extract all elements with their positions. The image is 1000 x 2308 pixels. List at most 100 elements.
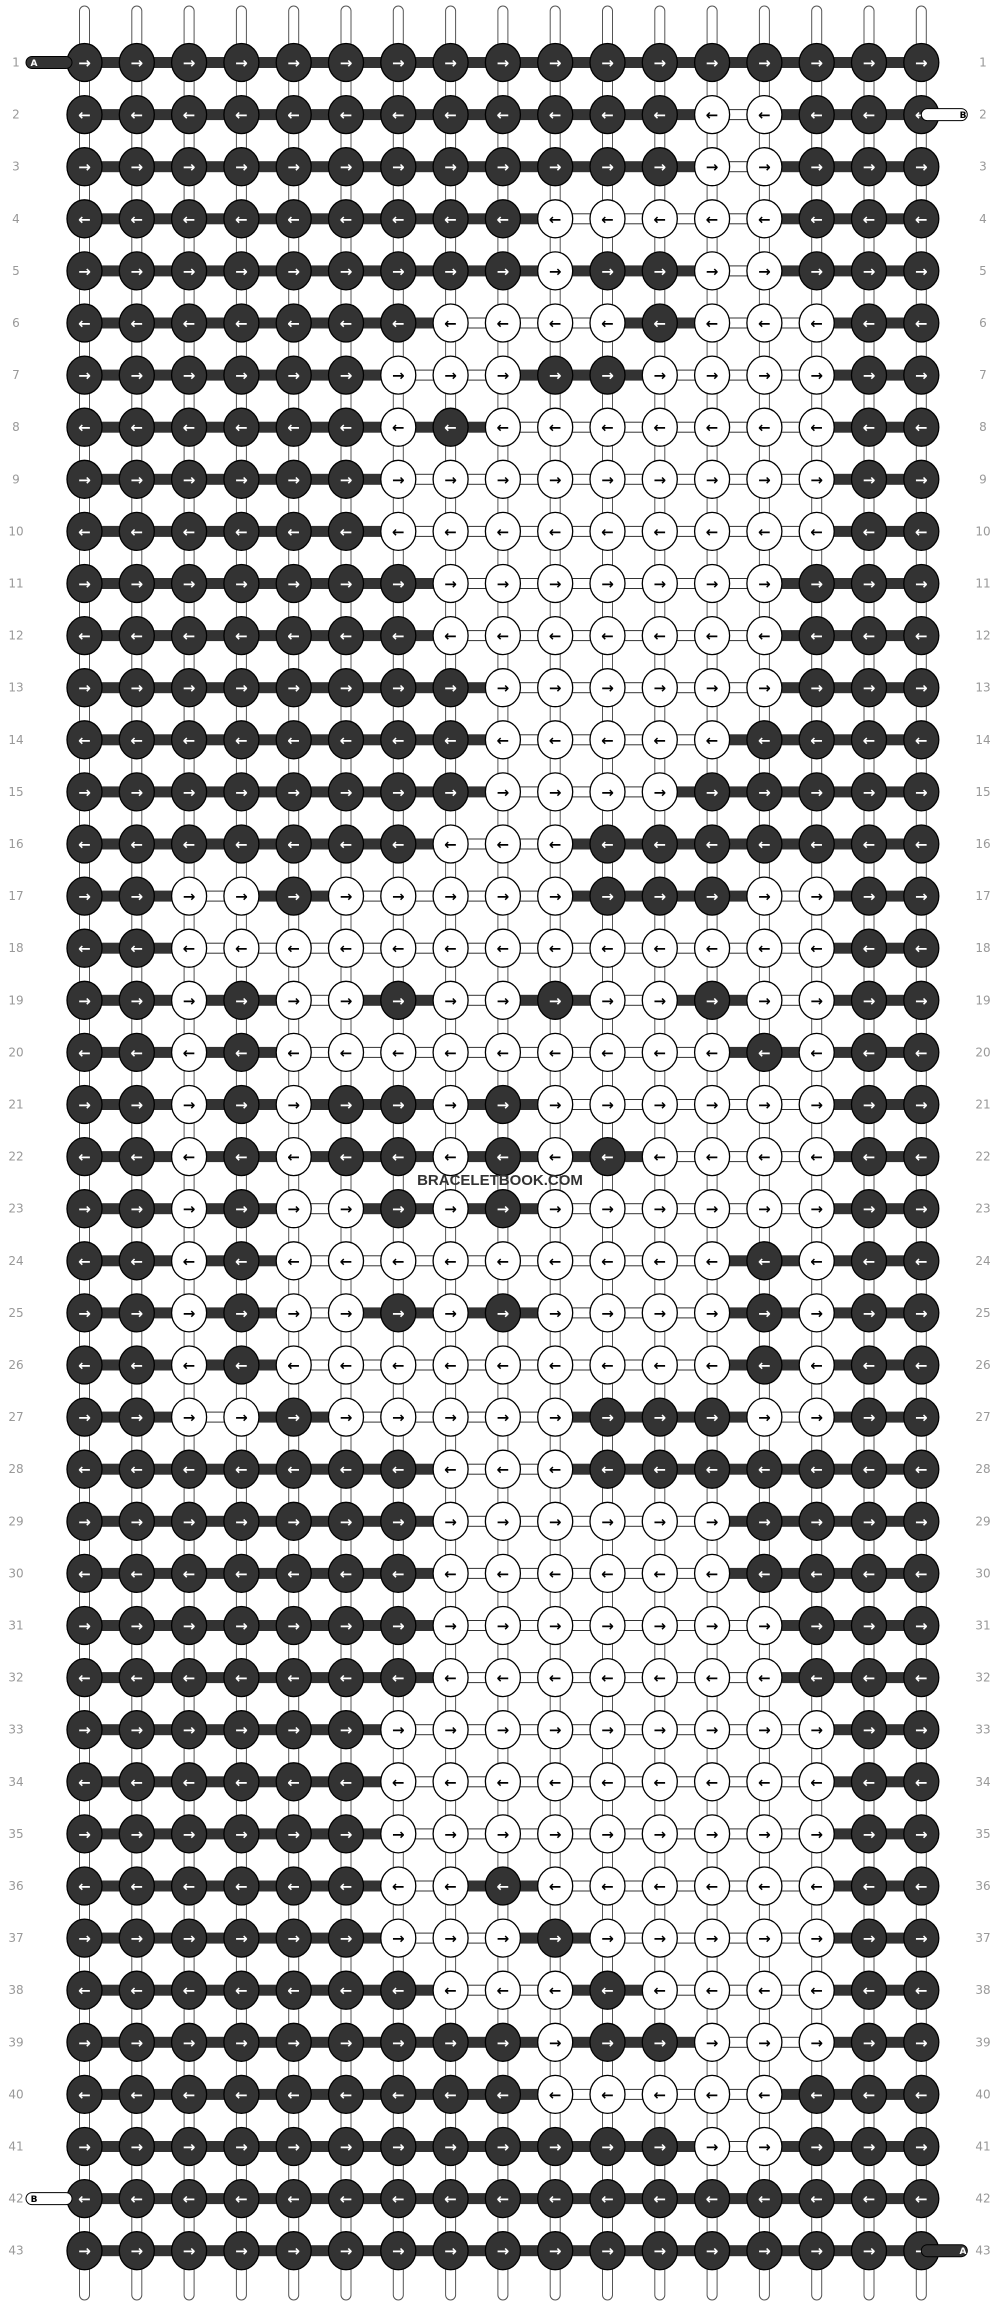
knot [589, 1241, 626, 1281]
knot [589, 1918, 626, 1958]
knot [223, 199, 260, 239]
knot [693, 2126, 731, 2167]
arrow-right-icon: → [810, 1825, 823, 1843]
arrow-right-icon: → [863, 1409, 876, 1427]
arrow-right-icon: → [654, 367, 667, 385]
arrow-right-icon: → [444, 1825, 457, 1843]
knot [589, 147, 626, 187]
arrow-left-icon: ← [392, 210, 405, 228]
knot [798, 1084, 835, 1125]
arrow-right-icon: → [915, 1513, 928, 1531]
knot [432, 355, 469, 395]
arrow-left-icon: ← [131, 1044, 144, 1062]
knot [903, 772, 940, 812]
knot [223, 1710, 260, 1750]
knot [850, 1605, 888, 1646]
knot [223, 668, 260, 708]
arrow-left-icon: ← [340, 210, 353, 228]
arrow-right-icon: → [549, 1930, 562, 1948]
knot [537, 2231, 574, 2271]
knot [380, 615, 417, 656]
knot [118, 511, 155, 552]
arrow-left-icon: ← [810, 731, 823, 749]
knot [589, 1710, 626, 1750]
arrow-right-icon: → [654, 2138, 667, 2156]
arrow-left-icon: ← [497, 940, 510, 958]
knot [693, 1918, 731, 1958]
arrow-right-icon: → [497, 1617, 510, 1635]
knot [118, 94, 155, 135]
knot [432, 1970, 469, 2010]
knot [223, 1293, 260, 1333]
knot [484, 2022, 522, 2062]
knot [641, 668, 678, 708]
knot [746, 1293, 783, 1333]
knot [641, 1241, 678, 1281]
knot [170, 1657, 208, 1698]
arrow-left-icon: ← [497, 419, 510, 437]
arrow-right-icon: → [78, 1513, 91, 1531]
arrow-right-icon: → [810, 367, 823, 385]
arrow-left-icon: ← [287, 1252, 300, 1270]
arrow-right-icon: → [183, 1096, 196, 1114]
knot [589, 720, 626, 760]
knot [746, 1918, 783, 1958]
knot [275, 2231, 312, 2271]
arrow-right-icon: → [497, 1513, 510, 1531]
knot [850, 1814, 888, 1854]
knot [484, 199, 522, 239]
arrow-left-icon: ← [549, 940, 562, 958]
arrow-left-icon: ← [810, 1982, 823, 2000]
knot [380, 1762, 417, 1802]
knot [641, 1605, 678, 1646]
arrow-left-icon: ← [654, 1252, 667, 1270]
knot [903, 615, 940, 656]
arrow-right-icon: → [758, 2034, 771, 2052]
arrow-left-icon: ← [392, 2086, 405, 2104]
arrow-right-icon: → [758, 471, 771, 489]
knot [380, 563, 417, 604]
arrow-left-icon: ← [131, 1982, 144, 2000]
arrow-right-icon: → [810, 1200, 823, 1218]
arrow-left-icon: ← [863, 1669, 876, 1687]
knot [693, 615, 731, 656]
arrow-right-icon: → [340, 1617, 353, 1635]
arrow-right-icon: → [340, 158, 353, 176]
arrow-right-icon: → [497, 1930, 510, 1948]
arrow-right-icon: → [706, 1930, 719, 1948]
row-label-left: 16 [8, 837, 23, 851]
arrow-left-icon: ← [601, 2190, 614, 2208]
knot [746, 1501, 783, 1541]
knot [903, 147, 940, 187]
arrow-right-icon: → [601, 1617, 614, 1635]
arrow-right-icon: → [549, 2034, 562, 2052]
arrow-right-icon: → [183, 1617, 196, 1635]
arrow-left-icon: ← [78, 1044, 91, 1062]
arrow-right-icon: → [340, 992, 353, 1010]
knot [484, 1710, 522, 1750]
knot [118, 1553, 155, 1594]
knot [903, 1866, 940, 1906]
arrow-left-icon: ← [444, 1461, 457, 1479]
arrow-right-icon: → [392, 1721, 405, 1739]
knot [746, 147, 783, 187]
arrow-left-icon: ← [810, 1461, 823, 1479]
arrow-left-icon: ← [392, 1982, 405, 2000]
arrow-left-icon: ← [392, 1565, 405, 1583]
knot [798, 824, 835, 864]
knot [850, 2126, 888, 2167]
row-label-right: 33 [975, 1723, 990, 1737]
arrow-left-icon: ← [78, 1252, 91, 1270]
knot [223, 1189, 260, 1229]
arrow-left-icon: ← [183, 836, 196, 854]
arrow-right-icon: → [340, 2242, 353, 2260]
arrow-right-icon: → [340, 575, 353, 593]
knot [327, 94, 365, 135]
knot [223, 615, 260, 656]
knot [798, 615, 835, 656]
knot [170, 1293, 208, 1333]
arrow-left-icon: ← [706, 1461, 719, 1479]
knot [903, 2022, 940, 2062]
knot [850, 668, 888, 708]
arrow-left-icon: ← [444, 1669, 457, 1687]
